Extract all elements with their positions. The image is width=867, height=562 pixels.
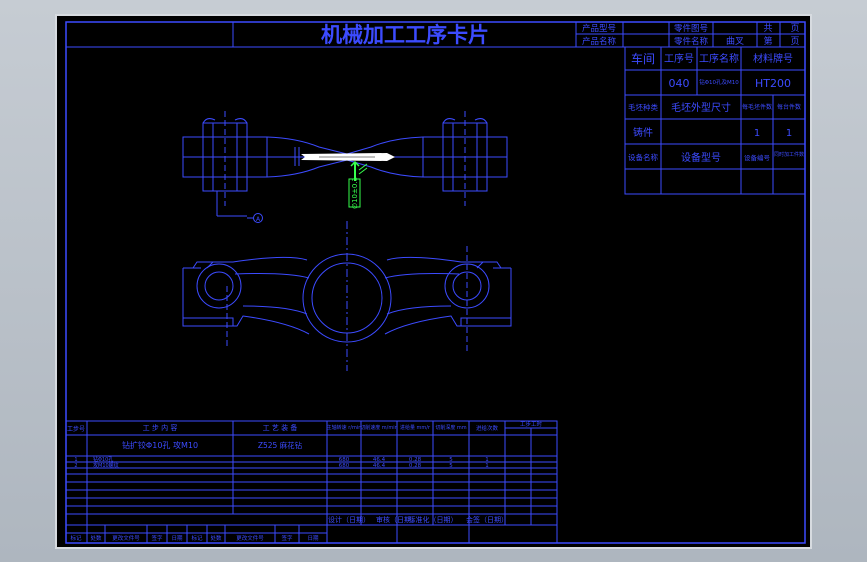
blank-type-value: 铸件 — [633, 126, 653, 139]
blank-type-label: 毛坯种类 — [628, 102, 658, 112]
locating-symbol — [348, 160, 368, 208]
inner-frame — [65, 21, 806, 544]
material-value: HT200 — [755, 77, 791, 90]
material-label: 材料牌号 — [753, 52, 793, 65]
part-front-view — [182, 221, 512, 371]
process-no-value: 040 — [669, 77, 690, 90]
header-step-time: 工步工时 — [520, 420, 543, 428]
row1-feed: 0.28 — [409, 457, 422, 463]
equipment-model-label: 设备型号 — [681, 151, 721, 164]
row1-speed: 680 — [339, 457, 350, 463]
equipment-no-label: 设备编号 — [744, 153, 771, 162]
info-block-grid — [624, 46, 806, 195]
row2-content: 攻M10螺纹 — [93, 462, 119, 469]
process-table-grid — [65, 420, 558, 544]
row1-passes: 1 — [485, 457, 489, 463]
sign-countersign: 会签（日期） — [466, 515, 508, 524]
row2-feed: 0.28 — [409, 463, 422, 469]
header-equipment: 工 艺 装 备 — [263, 423, 298, 432]
row1-cutting: 46.4 — [373, 457, 386, 463]
table-row: 钻扩铰Φ10孔 攻M10 Z525 麻花钻 — [122, 440, 303, 450]
rev-sign-2: 签字 — [281, 534, 293, 542]
rev-file-2: 更改文件号 — [236, 534, 264, 542]
header-depth: 切削深度 mm — [435, 424, 466, 431]
per-unit-label: 每台件数 — [777, 103, 801, 111]
part-name-value: 曲叉 — [726, 36, 744, 47]
per-unit-value: 1 — [786, 128, 792, 139]
table-header: 工步号 工 步 内 容 工 艺 装 备 主轴转速 r/min 切削速度 m/mi… — [67, 420, 543, 433]
rev-sign-1: 签字 — [151, 534, 163, 542]
process-name-value: 钻Φ10孔及M10 — [699, 78, 739, 86]
dimension-label: ∅10±0.1 — [351, 177, 359, 209]
part-top-view — [182, 111, 508, 223]
rev-file-1: 更改文件号 — [112, 534, 140, 542]
blank-size-label: 毛坯外型尺寸 — [671, 101, 731, 114]
page-label-1: 页 — [790, 23, 799, 34]
header-cutting-speed: 切削速度 m/min — [360, 424, 398, 431]
table-row: 1 钻Φ10孔 680 46.4 0.28 5 1 — [74, 456, 488, 463]
concurrent-label: 同时加工件数 — [774, 151, 804, 158]
process-no-label: 工序号 — [664, 52, 694, 65]
part-name-label: 零件名称 — [674, 36, 709, 47]
sign-standard: 标准化（日期） — [409, 515, 458, 524]
rev-mark-2: 标记 — [191, 534, 203, 542]
row1-step: 1 — [74, 457, 77, 463]
rev-count-2: 处数 — [210, 534, 222, 542]
header-passes: 进给次数 — [476, 424, 499, 432]
signature-row: 设计（日期） 审核（日期） 标准化（日期） 会签（日期） — [328, 515, 508, 524]
rev-date-1: 日期 — [171, 535, 183, 542]
row2-cutting: 46.4 — [373, 463, 386, 469]
row2-step: 2 — [74, 463, 77, 469]
process-name-label: 工序名称 — [699, 52, 739, 65]
sheet-number-label: 第 — [763, 35, 772, 47]
header-spindle-speed: 主轴转速 r/min — [327, 424, 362, 431]
rev-date-2: 日期 — [307, 535, 319, 542]
sign-review: 审核（日期） — [376, 515, 418, 524]
revision-row: 标记 处数 更改文件号 签字 日期 标记 处数 更改文件号 签字 日期 — [70, 534, 319, 542]
workshop-label: 车间 — [631, 51, 655, 66]
product-name-label: 产品名称 — [582, 36, 617, 47]
rev-mark-1: 标记 — [70, 534, 82, 542]
card-title: 机械加工工序卡片 — [321, 23, 489, 47]
part-model-label: 零件图号 — [674, 23, 708, 34]
blank-count-label: 每毛坯件数 — [742, 103, 772, 111]
equipment-name-label: 设备名称 — [628, 152, 658, 162]
row0-content: 钻扩铰Φ10孔 攻M10 — [122, 440, 198, 450]
total-pages-label: 共 — [763, 23, 772, 34]
table-row: 2 攻M10螺纹 680 46.4 0.28 5 1 — [74, 462, 488, 469]
row2-speed: 680 — [339, 463, 350, 469]
page-label-2: 页 — [790, 36, 799, 47]
header-step-content: 工 步 内 容 — [143, 423, 178, 432]
header-step-no: 工步号 — [67, 425, 85, 433]
rev-count-1: 处数 — [90, 534, 102, 542]
product-model-label: 产品型号 — [582, 23, 616, 34]
row1-content: 钻Φ10孔 — [93, 456, 113, 463]
row2-passes: 1 — [485, 463, 489, 469]
sign-design: 设计（日期） — [328, 515, 370, 524]
row0-equipment: Z525 麻花钻 — [258, 440, 303, 450]
drawing-sheet: 机械加工工序卡片 产品型号 产品名称 零件图号 零件名称 曲叉 共 页 第 页 … — [55, 14, 812, 549]
row1-depth: 5 — [449, 457, 453, 463]
row2-depth: 5 — [449, 463, 453, 469]
blank-count-value: 1 — [754, 128, 760, 139]
header-feed: 进给量 mm/r — [400, 424, 431, 431]
datum-label: A — [256, 216, 261, 223]
drilled-hole — [301, 153, 395, 161]
drawing-canvas: 机械加工工序卡片 产品型号 产品名称 零件图号 零件名称 曲叉 共 页 第 页 … — [65, 21, 806, 544]
